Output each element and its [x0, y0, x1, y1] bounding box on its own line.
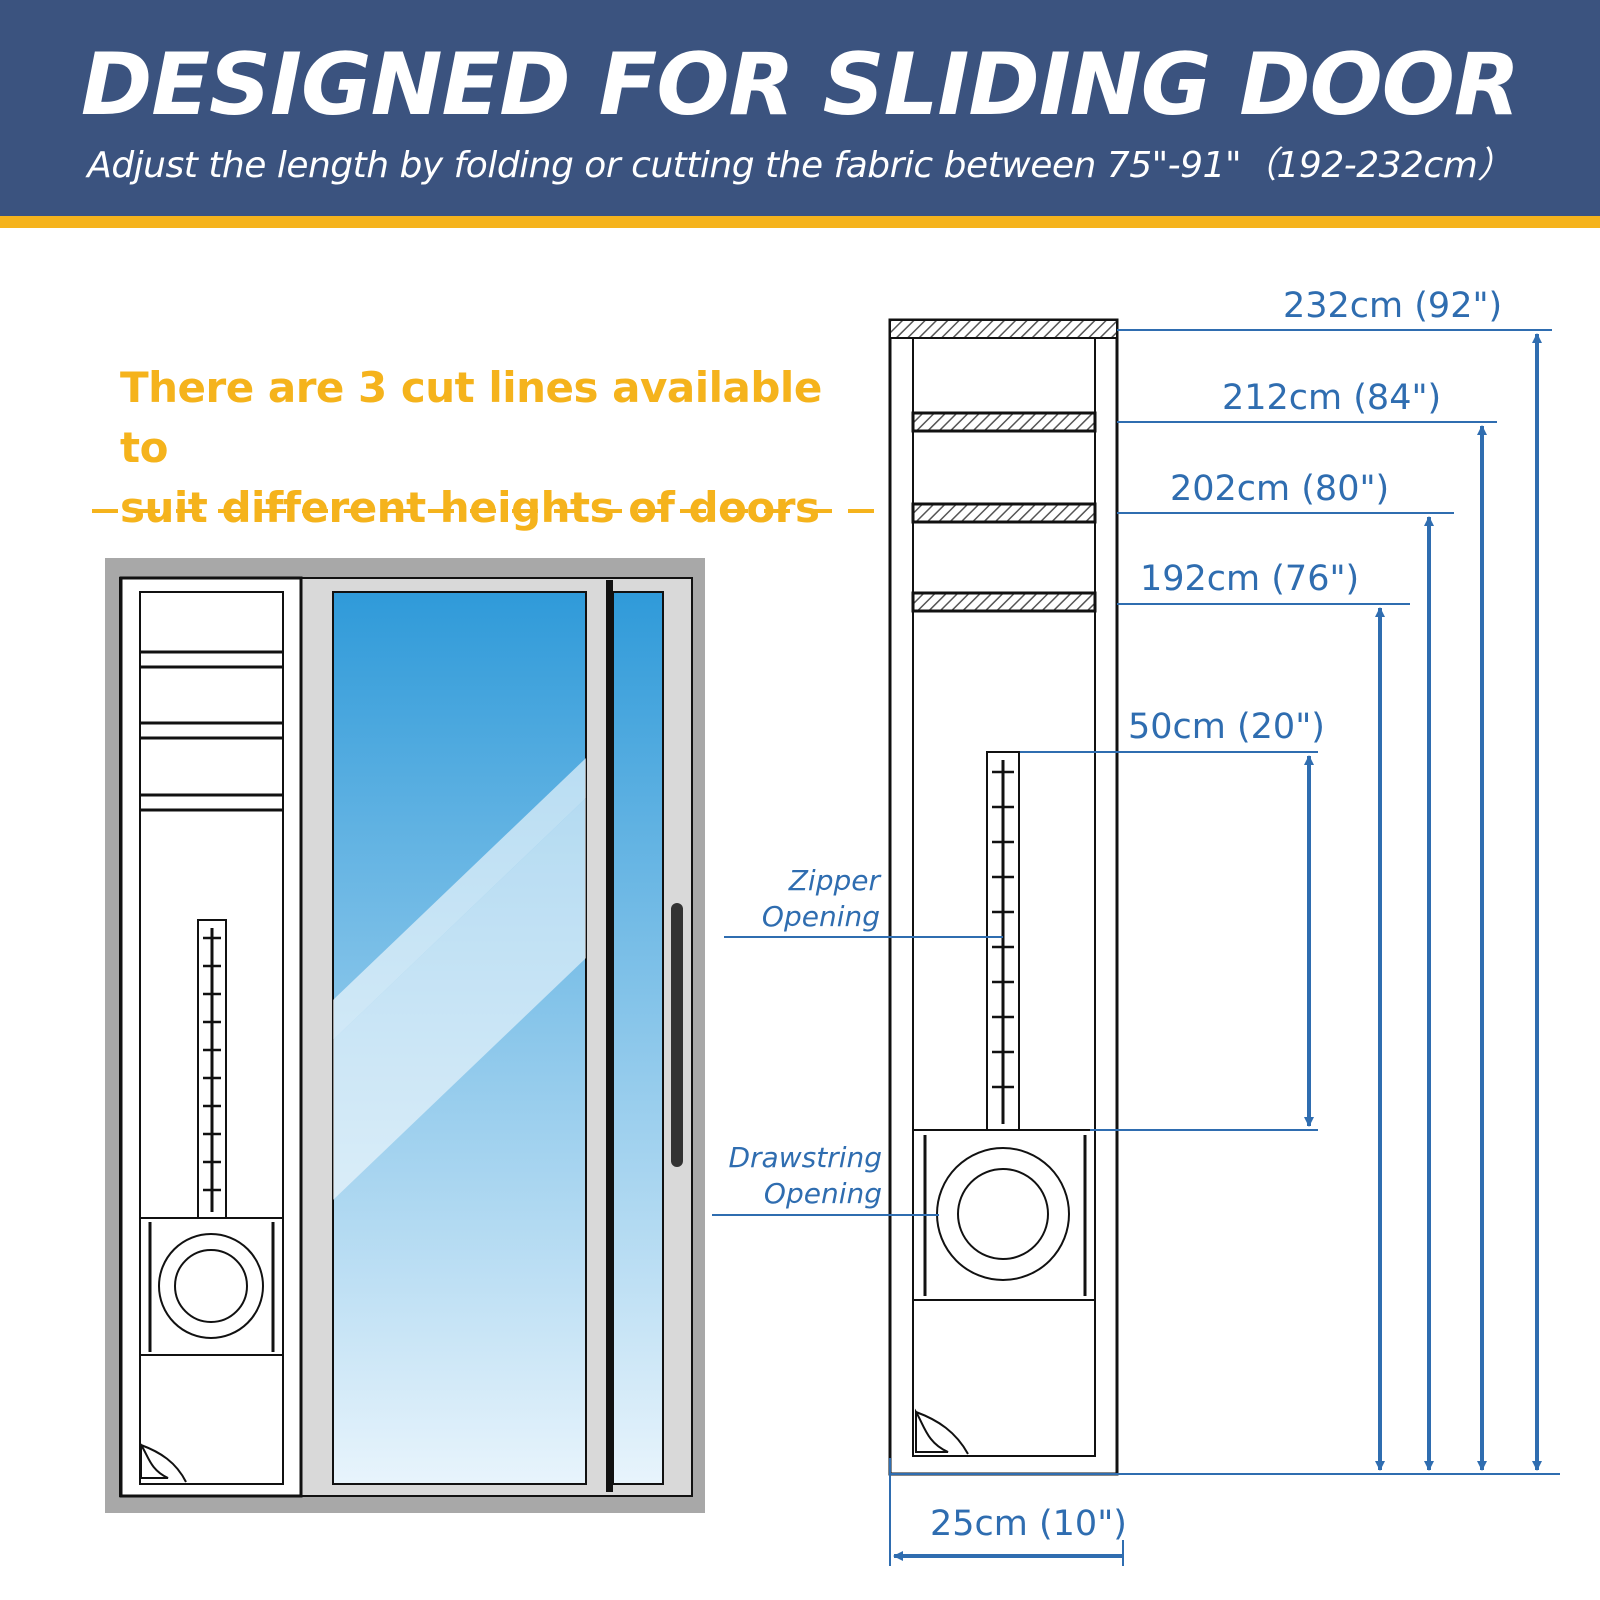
- dimension-lines: [712, 329, 1560, 1566]
- cut-lines-note: There are 3 cut lines available to suit …: [120, 358, 880, 538]
- zipper-callout-line1: Zipper: [788, 864, 882, 897]
- zipper-icon: [197, 919, 227, 1219]
- drawstring-callout-line2: Opening: [764, 1177, 882, 1210]
- seal-schematic: [888, 318, 1119, 1476]
- header-accent-stripe: [0, 216, 1600, 228]
- cut-line-202: [911, 502, 1097, 524]
- exhaust-hose-port-icon: [139, 1217, 284, 1356]
- door-handle: [671, 903, 683, 1167]
- label-25cm: 25cm (10"): [930, 1504, 1127, 1544]
- door-mullion: [606, 580, 613, 1492]
- glass-reflection: [333, 798, 586, 1200]
- zipper-icon: [986, 751, 1020, 1131]
- drawstring-callout-line1: Drawstring: [728, 1141, 882, 1174]
- page-subtitle: Adjust the length by folding or cutting …: [87, 145, 1513, 186]
- cut-lines-note-line1: There are 3 cut lines available to: [120, 363, 822, 472]
- label-212cm: 212cm (84"): [1222, 378, 1441, 418]
- hook-loop-icon: [140, 1441, 187, 1483]
- exhaust-hose-port-icon: [912, 1129, 1096, 1301]
- cut-lines-note-line2: suit different heights of doors: [120, 483, 820, 532]
- sliding-door-illustration: [105, 558, 705, 1513]
- hook-loop-icon: [915, 1408, 969, 1455]
- glass-panel-right: [612, 591, 664, 1485]
- label-202cm: 202cm (80"): [1170, 469, 1389, 509]
- label-50cm: 50cm (20"): [1128, 707, 1325, 747]
- header-banner: [0, 0, 1600, 216]
- top-hem: [889, 319, 1118, 339]
- glass-reflection: [333, 758, 586, 1040]
- page-title: DESIGNED FOR SLIDING DOOR: [80, 35, 1520, 135]
- cut-line-192: [911, 591, 1097, 613]
- cut-line-212: [911, 411, 1097, 433]
- dimension-arrows: [893, 333, 1542, 1561]
- label-192cm: 192cm (76"): [1140, 559, 1359, 599]
- label-232cm: 232cm (92"): [1283, 286, 1502, 326]
- zipper-callout-line2: Opening: [762, 900, 880, 933]
